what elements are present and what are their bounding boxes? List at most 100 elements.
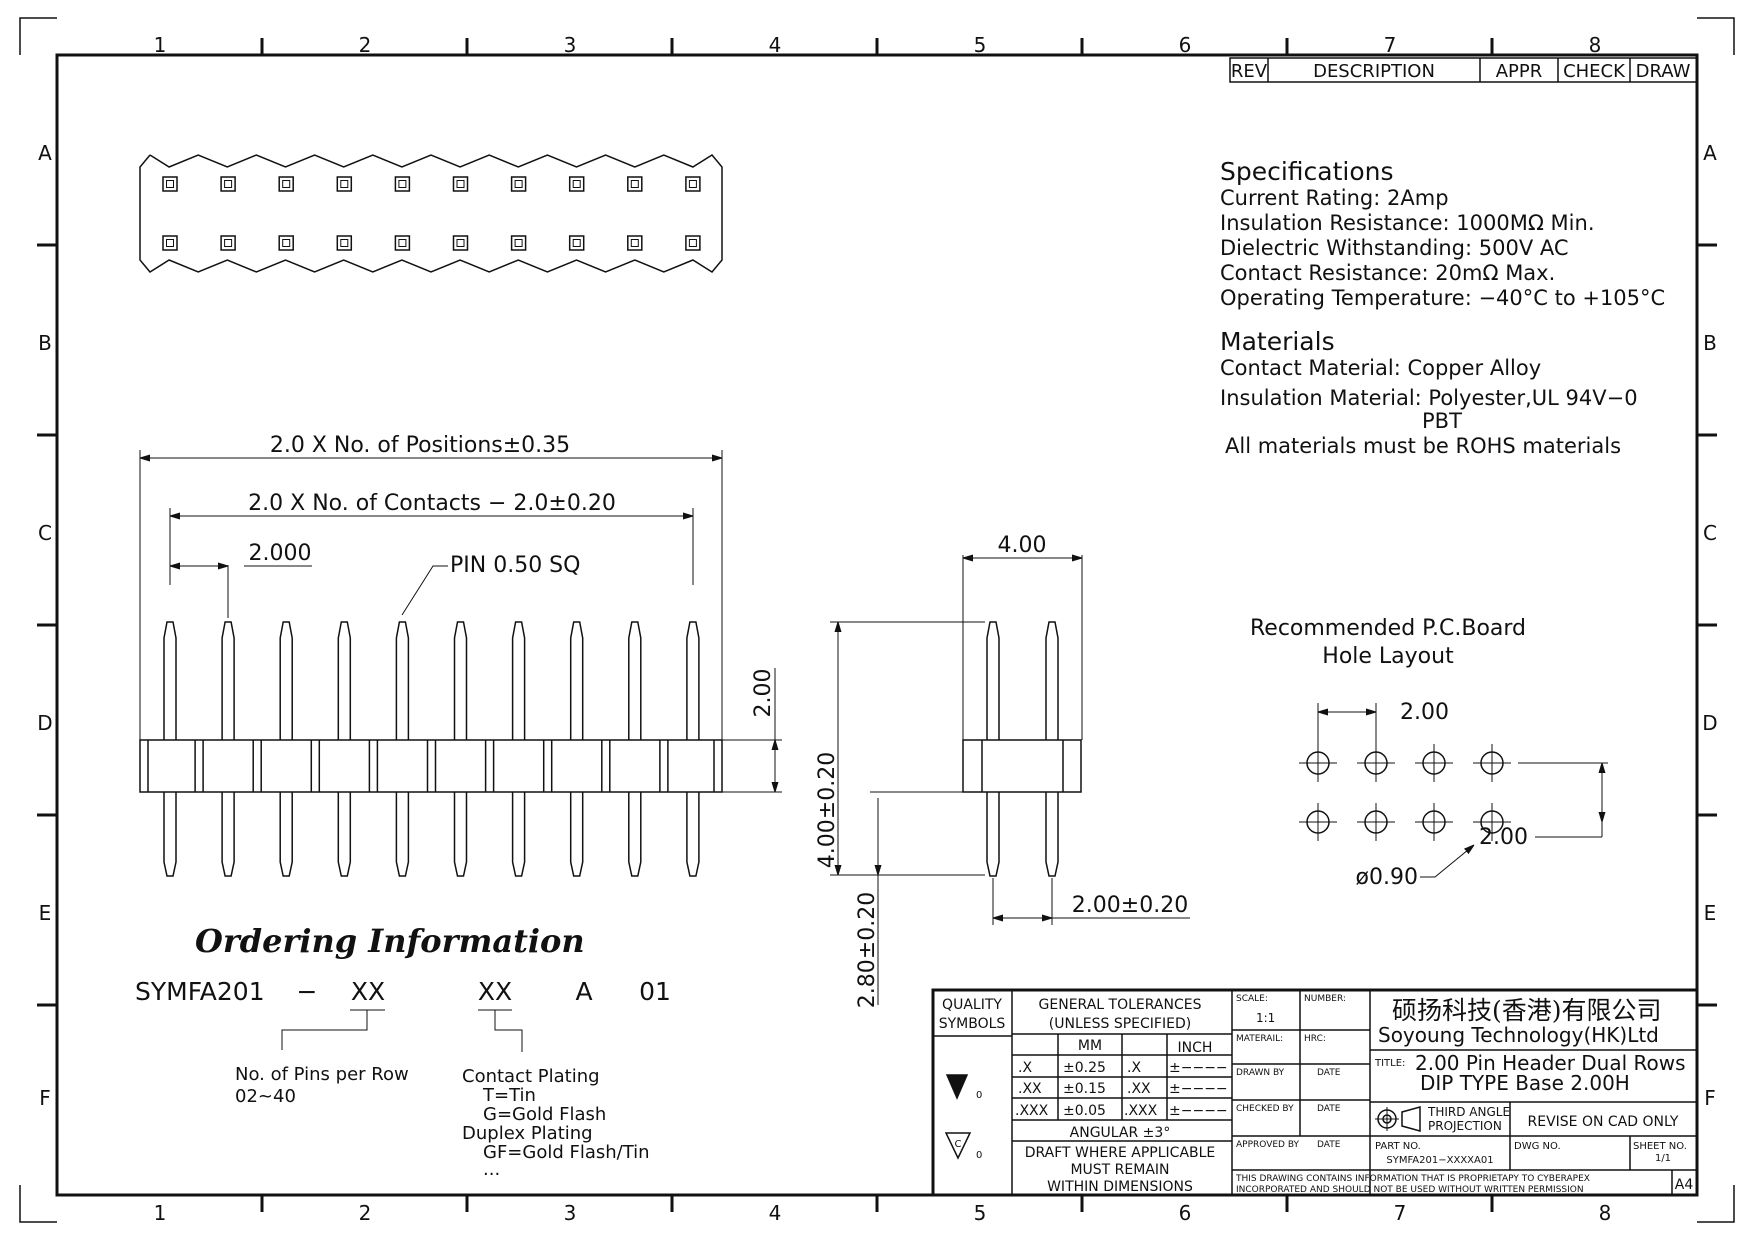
pin-bottom — [628, 792, 642, 877]
zone-col-1-bottom: 1 — [154, 1201, 167, 1225]
tol-inch-key: .X — [1127, 1060, 1141, 1076]
company-name-en: Soyoung Technology(HK)Ltd — [1378, 1023, 1659, 1047]
projection-line-2: PROJECTION — [1428, 1119, 1502, 1133]
pins-range: 02~40 — [235, 1086, 296, 1107]
pin-square-outer — [162, 176, 178, 192]
pin-square-inner — [630, 239, 639, 247]
pin-bottom — [511, 792, 526, 877]
drawing-title-line-1: 2.00 Pin Header Dual Rows — [1415, 1051, 1686, 1075]
checked-by-label: CHECKED BY — [1236, 1104, 1294, 1114]
dim-bottom: 2.80±0.20 — [855, 892, 880, 1008]
front-view-dims: 2.0 X No. of Positions±0.35 2.0 X No. of… — [139, 433, 782, 793]
dim-pitch: 2.000 — [249, 541, 312, 566]
dim-positions: 2.0 X No. of Positions±0.35 — [270, 433, 570, 458]
pcb-dim-pitch: 2.00 — [1400, 700, 1449, 725]
specifications: Specifications Current Rating: 2Amp Insu… — [1220, 157, 1665, 310]
spec-line: Dielectric Withstanding: 500V AC — [1220, 236, 1569, 260]
pin-square-outer — [627, 235, 643, 251]
side-view-dims: 4.00 4.00±0.20 2.80±0.20 2.00±0.20 — [815, 533, 1190, 1008]
inch-header: INCH — [1178, 1040, 1213, 1056]
zone-row-f-right: F — [1704, 1086, 1716, 1110]
zone-row-f: F — [39, 1086, 51, 1110]
dim-contacts: 2.0 X No. of Contacts − 2.0±0.20 — [248, 491, 616, 516]
revision-table: REV DESCRIPTION APPR CHECK DRAW — [1229, 57, 1698, 83]
pin-square-inner — [514, 239, 523, 247]
pin-square-outer — [278, 235, 294, 251]
plating-line: Contact Plating — [462, 1066, 600, 1087]
pin-square-inner — [688, 239, 697, 247]
pcb-title: Recommended P.C.Board — [1250, 616, 1526, 641]
zone-col-2-bottom: 2 — [359, 1201, 372, 1225]
plating-line: ... — [483, 1159, 500, 1180]
pin-square-outer — [510, 235, 527, 251]
pin-square-outer — [336, 235, 353, 251]
spec-line: Insulation Resistance: 1000MΩ Min. — [1220, 211, 1595, 235]
plating-line: Duplex Plating — [462, 1123, 593, 1144]
pin-square-inner — [340, 239, 349, 247]
tol-inch-value: ±−−−− — [1169, 1081, 1228, 1097]
pins-label: No. of Pins per Row — [235, 1064, 409, 1085]
scale-value: 1:1 — [1256, 1011, 1275, 1025]
pin-square-outer — [452, 235, 469, 251]
tol-inch-key: .XXX — [1124, 1103, 1158, 1119]
dim-height: 2.00 — [751, 669, 776, 718]
zone-labels: 1 2 3 4 5 6 7 8 1 2 3 4 5 6 7 8 A B C D … — [37, 33, 1717, 1225]
draw-header: DRAW — [1636, 61, 1691, 82]
proprietary-notice-1: THIS DRAWING CONTAINS INFORMATION THAT I… — [1235, 1174, 1590, 1184]
tol-key: .XXX — [1015, 1103, 1049, 1119]
part-no-value: SYMFA201−XXXXA01 — [1386, 1155, 1493, 1166]
tol-sub: (UNLESS SPECIFIED) — [1049, 1016, 1191, 1032]
revise-note: REVISE ON CAD ONLY — [1528, 1114, 1679, 1130]
pin-square-inner — [398, 180, 407, 188]
mm-header: MM — [1078, 1038, 1102, 1054]
pin-square-outer — [220, 235, 236, 251]
company-name-cn: 硕扬科技(香港)有限公司 — [1392, 996, 1662, 1025]
header-base-front — [139, 739, 723, 793]
pin-square-inner — [456, 180, 465, 188]
draft-line-1: DRAFT WHERE APPLICABLE — [1025, 1145, 1216, 1161]
pin-top — [569, 621, 584, 740]
zone-col-1: 1 — [154, 33, 167, 57]
scale-label: SCALE: — [1236, 994, 1268, 1004]
code-suffix: 01 — [639, 977, 671, 1006]
part-no-label: PART NO. — [1375, 1141, 1421, 1152]
pin-square-inner — [688, 180, 697, 188]
spec-line: Contact Resistance: 20mΩ Max. — [1220, 261, 1555, 285]
quality-label: QUALITY — [942, 997, 1002, 1013]
ordering-info: Ordering Information SYMFA201 − XX XX A … — [135, 922, 671, 1180]
pin-square-outer — [452, 176, 469, 192]
draft-line-3: WITHIN DIMENSIONS — [1047, 1179, 1193, 1195]
plating-line: G=Gold Flash — [483, 1104, 606, 1125]
material-line: Insulation Material: Polyester,UL 94V−0 — [1220, 386, 1638, 410]
pin-bottom — [1045, 792, 1059, 877]
pin-bottom — [453, 792, 468, 877]
material-line: PBT — [1422, 409, 1462, 433]
number-label: NUMBER: — [1304, 994, 1346, 1004]
pin-square-outer — [220, 176, 236, 192]
materials: Materials Contact Material: Copper Alloy… — [1220, 327, 1638, 458]
pin-square-inner — [224, 239, 233, 247]
drawing-title-line-2: DIP TYPE Base 2.00H — [1420, 1071, 1630, 1095]
header-base-top — [139, 154, 723, 273]
corner-marks — [19, 17, 1735, 1223]
pcb-dims: 2.00 2.00 ø0.90 — [1317, 700, 1608, 890]
pin-top — [337, 621, 352, 740]
dim-top: 4.00±0.20 — [815, 752, 840, 868]
pin-top — [453, 621, 468, 740]
pin-square-outer — [394, 235, 411, 251]
pcb-layout: Recommended P.C.Board Hole Layout — [1250, 616, 1526, 841]
tol-title: GENERAL TOLERANCES — [1039, 997, 1202, 1013]
material-label: MATERAIL: — [1236, 1034, 1283, 1044]
zone-row-e: E — [39, 901, 52, 925]
zone-row-b: B — [38, 331, 52, 355]
tol-inch-value: ±−−−− — [1169, 1060, 1228, 1076]
top-view — [139, 154, 723, 273]
pin-bottom — [395, 792, 410, 877]
zone-col-8-bottom: 8 — [1599, 1201, 1612, 1225]
sheet-size: A4 — [1675, 1177, 1694, 1193]
pin-square-outer — [568, 235, 585, 251]
tol-value: ±0.05 — [1063, 1103, 1106, 1119]
pin-bottom — [337, 792, 352, 877]
pin-bottom — [163, 792, 177, 877]
